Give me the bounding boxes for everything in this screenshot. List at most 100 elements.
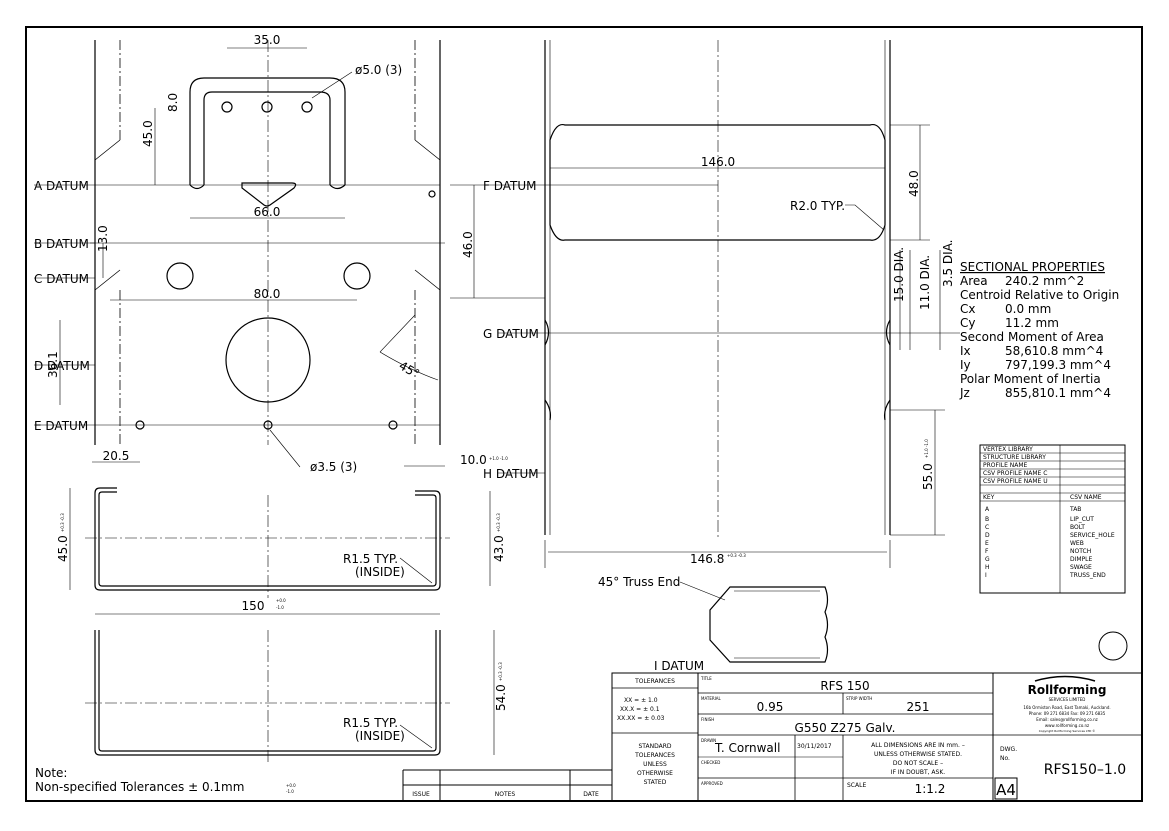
section-view-labels: 146.0 48.0 R2.0 TYP. 15.0 DIA. 11.0 DIA.… [483, 155, 955, 673]
plan-view-labels: 35.0 ø5.0 (3) 8.0 45.0 66.0 13.0 80.0 36… [34, 33, 475, 474]
section-radius: R2.0 TYP. [790, 199, 845, 213]
notes-label: Note: [35, 766, 67, 780]
lib-name-c: BOLT [1070, 524, 1085, 531]
notes-block: Note: Non-specified Tolerances ± 0.1mm +… [35, 766, 296, 794]
dwg-label-1: DWG. [1000, 746, 1017, 753]
tb-finish: G550 Z275 Galv. [795, 721, 896, 735]
company-logo-swoosh [1034, 675, 1096, 682]
plan-view [34, 40, 475, 468]
lib-row-0: VERTEX LIBRARY [983, 446, 1033, 453]
company-web: www.rollforming.co.nz [1045, 723, 1089, 728]
section-dia-15: 15.0 DIA. [892, 247, 906, 302]
tb-strip: 251 [907, 700, 930, 714]
profile-view-2 [85, 630, 495, 762]
lib-row-1: STRUCTURE LIBRARY [983, 454, 1046, 461]
profile2-radius-sub: (INSIDE) [355, 729, 405, 743]
datum-d: D DATUM [34, 359, 90, 373]
profile-dim-45: 45.0 [56, 535, 70, 562]
tb-title-label: TITLE [700, 676, 712, 681]
profile2-dim-54-tol: +0.3 -0.3 [498, 662, 503, 681]
profile-width-tol-bottom: -1.0 [276, 605, 284, 610]
tb-strip-label: STRIP WIDTH [846, 696, 872, 701]
tol-std4: OTHERWISE [637, 770, 673, 777]
dim-46: 46.0 [461, 231, 475, 258]
angle-45: 45° [397, 358, 422, 381]
tol-std5: STATED [644, 779, 667, 786]
sp-polar: Polar Moment of Inertia [960, 372, 1101, 386]
dwg-label-2: No. [1000, 755, 1010, 762]
datum-f: F DATUM [483, 179, 537, 193]
notes-tol-bottom: -1.0 [286, 789, 294, 794]
sp-jz-value: 855,810.1 mm^4 [1005, 386, 1111, 400]
sheet-size: A4 [996, 781, 1016, 799]
hole-note: ø5.0 (3) [355, 63, 402, 77]
tb-note1: ALL DIMENSIONS ARE IN mm. – [871, 742, 965, 749]
tb-checked-label: CHECKED [701, 760, 720, 765]
dim-20: 20.5 [103, 449, 130, 463]
lib-name-h: SWAGE [1070, 564, 1092, 571]
tolerances-block: TOLERANCES XX = ± 1.0 XX.X = ± 0.1 XX.XX… [611, 672, 699, 802]
lib-name-e: WEB [1070, 540, 1084, 547]
tol-std1: STANDARD [638, 743, 671, 750]
tb-note2: UNLESS OTHERWISE STATED. [874, 751, 962, 758]
datum-b: B DATUM [34, 237, 89, 251]
profile-width-tol-top: +0.0 [276, 598, 286, 603]
tol-line3: XX.XX = ± 0.03 [617, 715, 665, 722]
profile-view-2-labels: 54.0 +0.3 -0.3 R1.5 TYP. (INSIDE) [343, 662, 508, 743]
section-view [450, 40, 960, 568]
company-block: Rollforming SERVICES LIMITED 16b Ormisto… [992, 672, 1143, 802]
section-dim-55: 55.0 [921, 463, 935, 490]
tb-finish-label: FINISH [701, 717, 714, 722]
tb-scale-label: SCALE [847, 782, 866, 789]
section-dim-48: 48.0 [907, 170, 921, 197]
profile-view-labels: 45.0 +0.3 -0.3 43.0 +0.3 -0.3 R1.5 TYP. … [56, 453, 508, 613]
datum-i: I DATUM [654, 659, 704, 673]
dwg-number: RFS150–1.0 [1044, 762, 1126, 778]
tb-drawn-label: DRAWN [701, 738, 716, 743]
tol-line1: XX = ± 1.0 [624, 697, 658, 704]
sp-iy-label: Iy [960, 358, 971, 372]
tb-note4: IF IN DOUBT, ASK. [891, 769, 945, 776]
title-block: TITLE RFS 150 MATERIAL 0.95 STRIP WIDTH … [697, 672, 994, 802]
tol-line2: XX.X = ± 0.1 [620, 706, 660, 713]
lib-key-g: G [985, 556, 990, 563]
tb-material-label: MATERIAL [701, 696, 722, 701]
lib-key-header: KEY [983, 494, 995, 501]
sheet-border [25, 26, 1143, 802]
company-phone: Phone: 09 271 6834 Fax: 09 271 6835 [1029, 711, 1106, 716]
section-dim-55-tol: +1.0 -1.0 [924, 439, 929, 458]
datum-h: H DATUM [483, 467, 539, 481]
lib-name-b: LIP_CUT [1070, 516, 1094, 523]
profile-radius: R1.5 TYP. [343, 552, 398, 566]
profile2-dim-54: 54.0 [494, 684, 508, 711]
lib-key-d: D [985, 532, 990, 539]
lib-row-2: PROFILE NAME [983, 462, 1028, 469]
lib-row-3: CSV PROFILE NAME C [983, 470, 1047, 477]
rev-date: DATE [583, 791, 599, 798]
section-dim-1468: 146.8 [690, 552, 724, 566]
tb-drawn: T. Cornwall [714, 741, 780, 755]
tol-std2: TOLERANCES [634, 752, 675, 759]
lib-name-g: DIMPLE [1070, 556, 1093, 563]
truss-end-note: 45° Truss End [598, 575, 680, 589]
tb-approved-label: APPROVED [701, 781, 723, 786]
section-dim-1468-tol: +0.3 -0.3 [727, 553, 746, 558]
lib-csv-header: CSV NAME [1070, 494, 1102, 501]
datum-a: A DATUM [34, 179, 89, 193]
lib-key-f: F [985, 548, 989, 555]
dim-top-width: 35.0 [254, 33, 281, 47]
section-dim-146: 146.0 [701, 155, 735, 169]
sp-area-label: Area [960, 274, 988, 288]
profile2-radius: R1.5 TYP. [343, 716, 398, 730]
tb-material: 0.95 [757, 700, 784, 714]
section-dia-11: 11.0 DIA. [918, 255, 932, 310]
notes-text: Non-specified Tolerances ± 0.1mm [35, 780, 244, 794]
revision-block: ISSUE NOTES DATE [402, 769, 612, 801]
sp-area-value: 240.2 mm^2 [1005, 274, 1084, 288]
sp-heading: SECTIONAL PROPERTIES [960, 260, 1105, 274]
rev-issue: ISSUE [412, 791, 430, 798]
company-email: Email: sales@rollforming.co.nz [1036, 717, 1097, 722]
dim-45: 45.0 [141, 120, 155, 147]
